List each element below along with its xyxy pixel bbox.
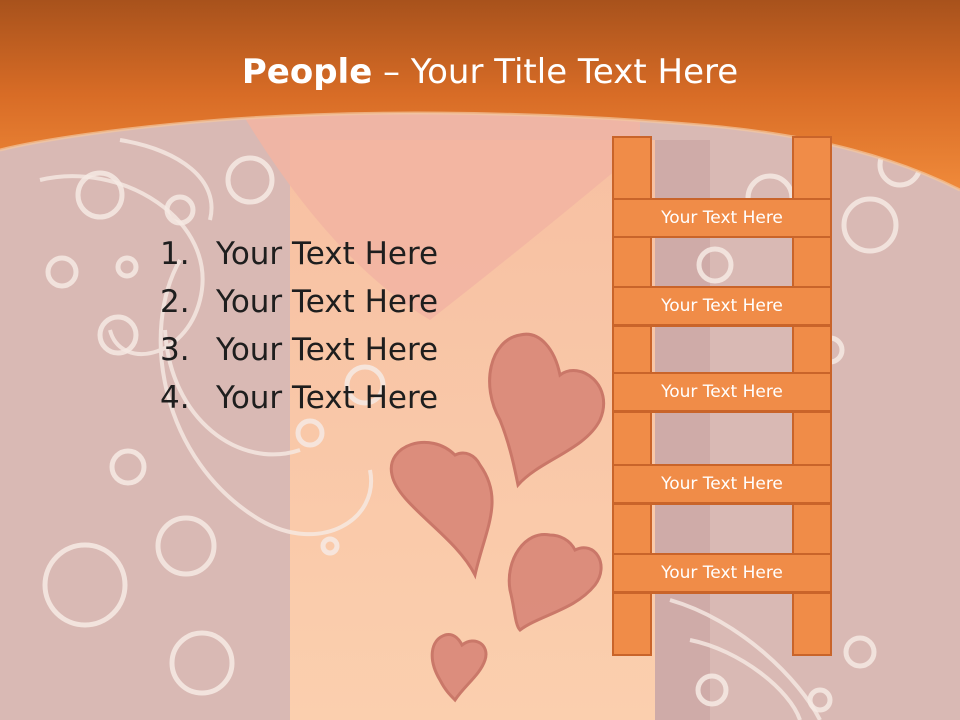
list-text: Your Text Here	[216, 236, 439, 272]
list-number: 1.	[160, 236, 190, 272]
slide-title: People – Your Title Text Here	[0, 52, 960, 92]
ladder-divider	[612, 325, 832, 327]
list-item: 3. Your Text Here	[160, 326, 438, 374]
ladder-rung-1: Your Text Here	[612, 198, 832, 238]
numbered-list: 1. Your Text Here 2. Your Text Here 3. Your…	[160, 230, 438, 422]
list-item: 1. Your Text Here	[160, 230, 438, 278]
list-text: Your Text Here	[216, 332, 439, 368]
title-bold: People	[241, 52, 373, 92]
list-number: 2.	[160, 284, 190, 320]
ladder-rung-4: Your Text Here	[612, 464, 832, 504]
list-item: 4. Your Text Here	[160, 374, 438, 422]
list-text: Your Text Here	[216, 380, 439, 416]
list-item: 2. Your Text Here	[160, 278, 438, 326]
ladder-rung-3: Your Text Here	[612, 372, 832, 412]
ladder-rung-5: Your Text Here	[612, 553, 832, 593]
list-number: 4.	[160, 380, 190, 416]
ladder-rung-2: Your Text Here	[612, 286, 832, 326]
ladder-divider	[612, 592, 832, 594]
title-rest: – Your Title Text Here	[372, 52, 739, 92]
ladder-divider	[612, 503, 832, 505]
ladder-divider	[612, 411, 832, 413]
list-number: 3.	[160, 332, 190, 368]
list-text: Your Text Here	[216, 284, 439, 320]
